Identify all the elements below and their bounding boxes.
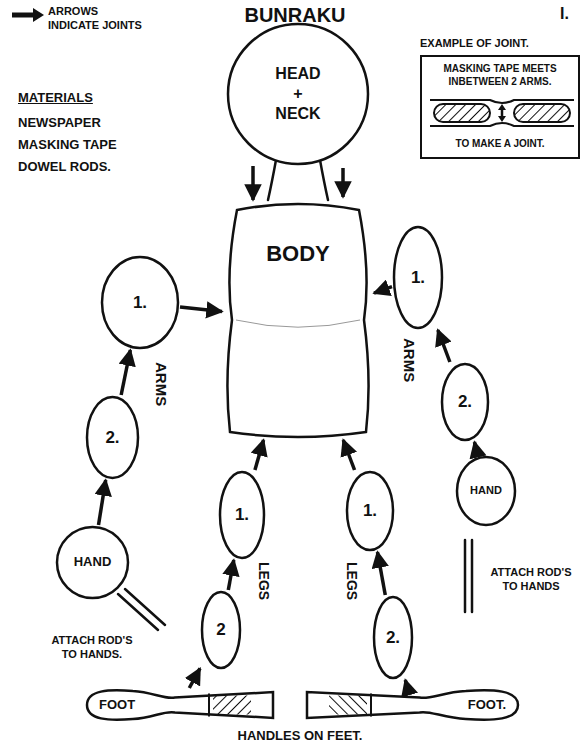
part-label: 1. [411,267,425,288]
joint-arrow [374,287,392,293]
part-label: 2 [216,619,225,640]
part-name: LEGS [255,562,273,600]
note-text: HANDLES ON FEET. [190,728,410,744]
note-text: NEWSPAPER [18,115,101,131]
note-text: ATTACH ROD'S TO HANDS. [46,634,138,662]
box-heading: EXAMPLE OF JOINT. [420,37,529,51]
limb-part: HAND [455,455,517,527]
joint-arrow [228,560,233,590]
joint-arrow [251,166,255,200]
part-label: BODY [266,240,330,268]
joint-arrow [255,440,264,470]
note-text: ATTACH ROD'S TO HANDS [482,566,580,594]
dowel-rod [118,589,165,630]
note-text: DOWEL RODS. [18,159,111,175]
part-label: HAND [470,484,502,498]
part-label: 2. [105,427,119,448]
part-label: 2. [458,391,472,412]
part-label: MASKING TAPE MEETS INBETWEEN 2 ARMS. [428,63,572,88]
part-outline [222,200,374,440]
limb-part: 2. [440,362,490,442]
joint-arrow [438,330,450,362]
note-text: ARROWS INDICATE JOINTS [48,5,152,33]
note-text: I. [560,4,569,24]
foot-part: FOOT [85,688,275,722]
joint-example-drawing [428,92,576,134]
joint-arrow [99,480,106,525]
part-label: 1. [235,504,249,525]
limb-part: 2. [372,595,414,680]
arrow-symbol [12,8,44,22]
joint-arrow [189,668,200,688]
foot-part: FOOT. [305,688,520,722]
part-label: TO MAKE A JOINT. [428,138,572,151]
limb-part: 1. [392,225,444,330]
joint-arrow [474,442,477,455]
limb-part: HEAD + NECK [226,22,370,166]
neck-outline [268,160,328,200]
limb-part: HAND [55,525,130,600]
joint-arrow [377,552,385,595]
part-name: ARMS [151,362,170,406]
part-label: FOOT [99,697,135,713]
joint-arrow [405,680,407,688]
limb-part: 2. [85,395,140,480]
body-part: BODY [222,200,374,440]
note-text: MATERIALS [18,90,93,106]
example-box: EXAMPLE OF JOINT.MASKING TAPE MEETS INBE… [420,55,580,159]
title: BUNRAKU [205,3,385,28]
limb-part: 2 [200,590,242,670]
joint-arrow [343,440,354,470]
limb-part: 1. [345,470,395,552]
part-label: HAND [74,554,112,570]
joint-arrow [180,307,222,312]
limb-part: 1. [218,470,266,560]
part-label: HEAD + NECK [272,64,324,124]
part-label: 2. [386,627,400,648]
note-text: MASKING TAPE [18,137,117,153]
part-label: FOOT. [468,697,506,713]
dowel-rod [465,540,472,612]
part-name: ARMS [399,338,418,382]
joint-arrow [121,350,130,395]
joint-arrow [341,168,345,197]
part-name: LEGS [343,562,361,600]
limb-part: 1. [100,255,180,350]
part-label: 1. [363,500,377,521]
part-label: 1. [133,292,147,313]
